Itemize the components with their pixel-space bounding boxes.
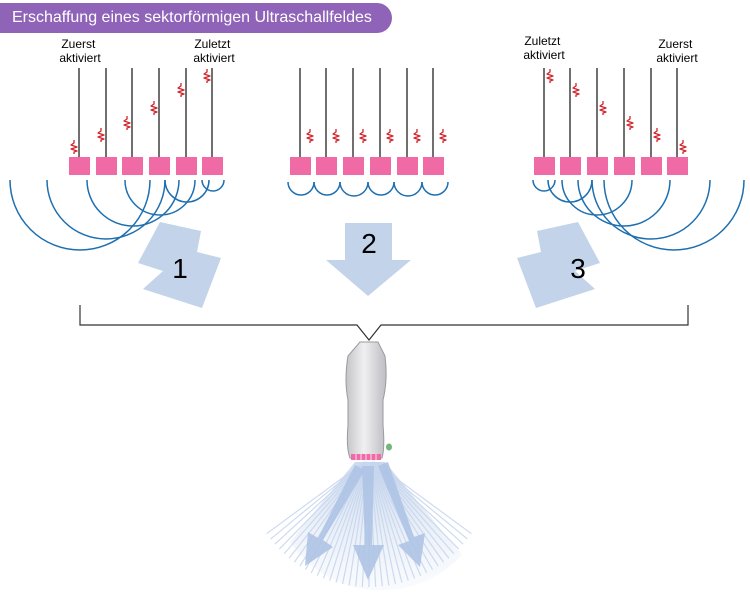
panel-1-wires — [78, 68, 213, 157]
panel-3-wires — [543, 68, 678, 157]
panel-1: Zuerst aktiviert Zuletzt aktiviert — [9, 37, 235, 308]
panel-2: 2 — [287, 68, 449, 296]
panel-2-elements — [290, 157, 444, 175]
panel-3-elements — [534, 157, 688, 175]
pulse-icon — [70, 68, 211, 155]
panel-1-wavefronts — [9, 179, 225, 251]
panel-3-first-label: Zuerst aktiviert — [656, 37, 698, 65]
diagram-title: Erschaffung eines sektorförmigen Ultrasc… — [0, 3, 392, 33]
beam-sector-icon — [266, 461, 472, 591]
direction-arrow-icon: 3 — [517, 222, 600, 308]
panel-3-number: 3 — [570, 253, 586, 284]
panel-2-wires — [299, 68, 434, 157]
pulse-icon — [546, 68, 687, 155]
panel-1-elements — [69, 157, 223, 175]
panel-2-number: 2 — [361, 228, 377, 259]
panel-2-wavefronts — [287, 181, 449, 197]
panel-1-last-label: Zuletzt aktiviert — [193, 37, 235, 65]
panel-3-wavefronts — [532, 179, 745, 251]
direction-arrow-icon: 1 — [138, 222, 221, 308]
pulse-icon — [306, 128, 447, 144]
probe-icon — [345, 341, 392, 460]
panel-1-number: 1 — [172, 253, 188, 284]
panel-3-last-label: Zuletzt aktiviert — [523, 34, 565, 62]
direction-arrow-icon: 2 — [326, 223, 411, 296]
panel-1-first-label: Zuerst aktiviert — [59, 37, 101, 65]
panel-3: Zuletzt aktiviert Zuerst aktiviert — [517, 34, 745, 308]
bracket-icon — [79, 305, 689, 341]
